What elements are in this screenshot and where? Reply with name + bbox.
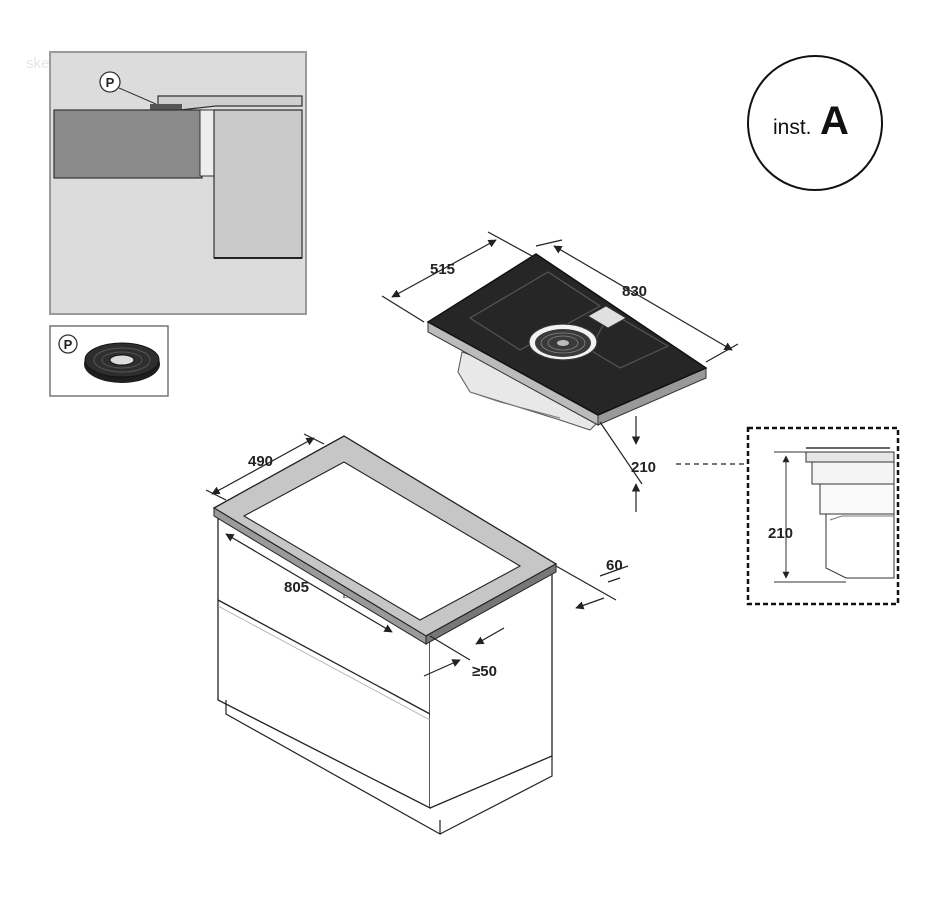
hob-drawing — [426, 253, 708, 431]
height-detail-box — [746, 426, 900, 606]
dim-wall-gap: 60 — [606, 557, 623, 574]
seal-roll-icon — [84, 342, 160, 383]
dim-min-front: ≥50 — [472, 663, 497, 680]
badge-letter: A — [820, 99, 849, 143]
cabinet-dimension-lines — [205, 433, 629, 677]
part-marker-icon — [99, 71, 121, 93]
hob-dimension-lines — [381, 231, 746, 512]
dim-cutout-depth: 490 — [248, 453, 273, 470]
dim-cutout-width: 805 — [284, 579, 309, 596]
part-marker-label: P — [106, 75, 115, 90]
seal-roll-box: P — [49, 325, 169, 397]
extraction-vent-icon — [528, 323, 598, 361]
dim-detail-height: 210 — [768, 525, 793, 542]
dim-hob-height: 210 — [631, 459, 656, 476]
dim-hob-width: 830 — [622, 283, 647, 300]
badge-prefix: inst. — [773, 116, 812, 139]
part-marker-icon — [58, 334, 78, 354]
part-marker-label: P — [64, 337, 73, 352]
cabinet-drawing — [212, 435, 558, 836]
dim-hob-depth: 515 — [430, 261, 455, 278]
installation-badge: inst. A — [747, 55, 883, 191]
seal-detail-panel: P — [49, 51, 307, 315]
